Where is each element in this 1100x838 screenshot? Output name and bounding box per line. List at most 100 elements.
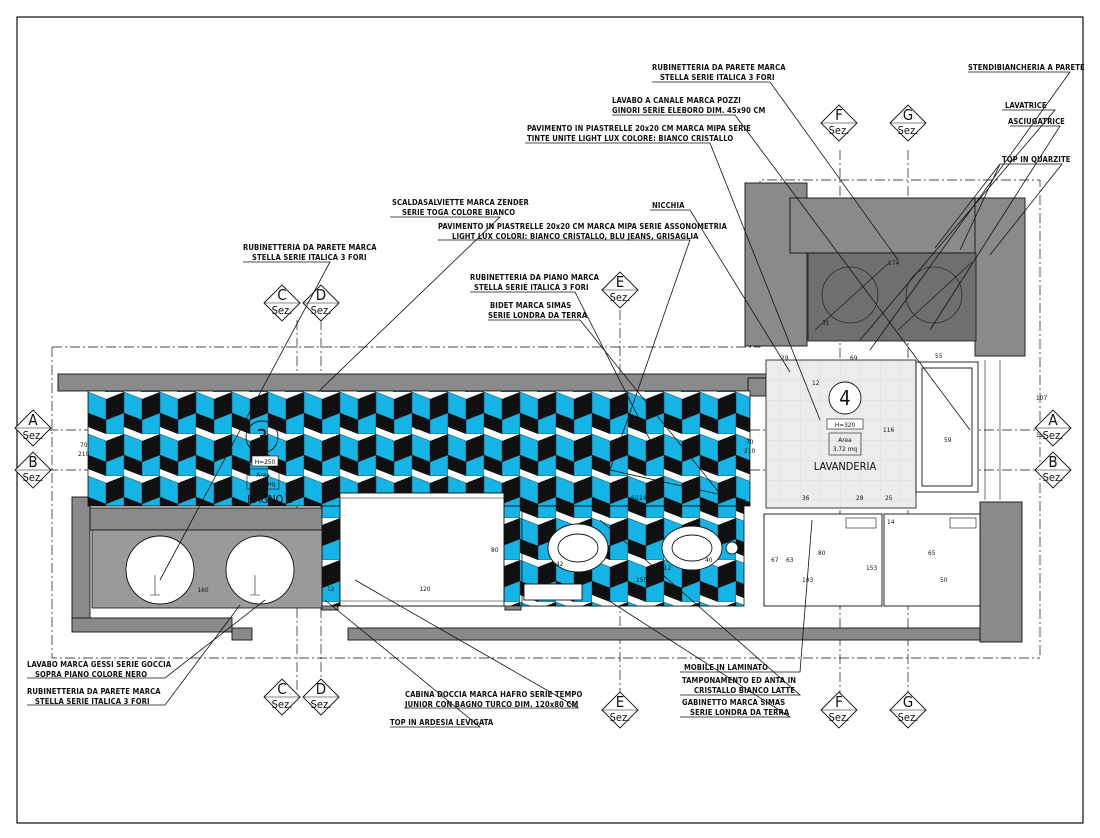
basin-right (225, 535, 295, 605)
svg-text:SERIE TOGA COLORE BIANCO: SERIE TOGA COLORE BIANCO (402, 208, 515, 217)
svg-text:E: E (616, 273, 625, 291)
section-marker-E-bottom[interactable]: E Sez. (601, 691, 639, 729)
svg-text:BIDET MARCA SIMAS: BIDET MARCA SIMAS (490, 301, 571, 310)
svg-text:3.72 mq: 3.72 mq (833, 445, 858, 453)
svg-text:LAVATRICE: LAVATRICE (1005, 101, 1047, 110)
svg-text:25: 25 (885, 494, 893, 502)
basin-left (125, 535, 195, 605)
svg-text:12: 12 (812, 379, 820, 387)
svg-text:60: 60 (631, 494, 639, 502)
svg-text:36: 36 (802, 494, 810, 502)
svg-text:Area: Area (256, 471, 270, 479)
section-marker-G-bottom[interactable]: G Sez. (889, 691, 927, 729)
vanity-top (91, 529, 323, 609)
section-marker-D-bottom[interactable]: D Sez. (302, 678, 340, 716)
svg-text:SERIE LONDRA DA TERRA: SERIE LONDRA DA TERRA (690, 708, 790, 717)
svg-text:40: 40 (705, 556, 713, 564)
svg-text:240: 240 (639, 494, 650, 502)
section-marker-D-top[interactable]: D Sez. (302, 284, 340, 322)
svg-text:Sez.: Sez. (1043, 429, 1064, 442)
svg-text:Sez.: Sez. (311, 698, 332, 711)
svg-text:112: 112 (660, 564, 671, 572)
svg-text:E: E (616, 693, 625, 711)
svg-text:174: 174 (888, 259, 899, 267)
svg-text:6.50 mq: 6.50 mq (251, 480, 276, 488)
svg-text:55: 55 (935, 352, 943, 360)
svg-text:SERIE LONDRA DA TERRA: SERIE LONDRA DA TERRA (488, 311, 588, 320)
svg-text:28: 28 (856, 494, 864, 502)
svg-text:C: C (277, 680, 286, 698)
section-marker-C-bottom[interactable]: C Sez. (263, 678, 301, 716)
section-marker-A-right[interactable]: A Sez. (1034, 409, 1072, 447)
svg-text:C: C (277, 286, 286, 304)
svg-text:G: G (903, 106, 913, 124)
svg-text:F: F (835, 693, 843, 711)
svg-text:63: 63 (786, 556, 794, 564)
svg-text:STELLA SERIE ITALICA 3 FORI: STELLA SERIE ITALICA 3 FORI (660, 73, 775, 82)
svg-text:69: 69 (850, 354, 858, 362)
svg-text:A: A (28, 411, 38, 429)
section-marker-E-top[interactable]: E Sez. (601, 271, 639, 309)
svg-text:TOP IN QUARZITE: TOP IN QUARZITE (1002, 155, 1071, 164)
section-marker-A-left[interactable]: A Sez. (14, 409, 52, 447)
svg-text:67: 67 (771, 556, 779, 564)
svg-text:14: 14 (887, 518, 895, 526)
room-label-bagno: 3 H=250 Area 6.50 mq BAGNO 1 (245, 420, 293, 506)
canal-sink (915, 360, 1001, 500)
svg-text:70: 70 (80, 441, 88, 449)
svg-text:STELLA SERIE ITALICA 3 FORI: STELLA SERIE ITALICA 3 FORI (252, 253, 367, 262)
section-marker-F-top[interactable]: F Sez. (820, 104, 858, 142)
svg-text:116: 116 (883, 426, 894, 434)
svg-text:29: 29 (781, 354, 789, 362)
svg-text:GINORI SERIE ELEBORO DIM. 45x9: GINORI SERIE ELEBORO DIM. 45x90 CM (612, 106, 766, 115)
svg-text:12: 12 (327, 585, 335, 593)
svg-text:LAVANDERIA: LAVANDERIA (814, 460, 877, 473)
svg-text:Sez.: Sez. (1043, 471, 1064, 484)
svg-text:SCALDASALVIETTE MARCA ZENDER: SCALDASALVIETTE MARCA ZENDER (392, 198, 529, 207)
svg-text:153: 153 (866, 564, 877, 572)
walls (57, 182, 1026, 643)
svg-text:Sez.: Sez. (829, 711, 850, 724)
section-marker-B-right[interactable]: B Sez. (1034, 451, 1072, 489)
svg-text:4: 4 (839, 386, 850, 410)
section-marker-C-top[interactable]: C Sez. (263, 284, 301, 322)
svg-text:PAVIMENTO IN PIASTRELLE 20x20: PAVIMENTO IN PIASTRELLE 20x20 CM MARCA M… (527, 124, 751, 133)
svg-text:STENDIBIANCHERIA A PARETE: STENDIBIANCHERIA A PARETE (968, 63, 1085, 72)
svg-text:Sez.: Sez. (898, 711, 919, 724)
svg-text:SOPRA PIANO COLORE NERO: SOPRA PIANO COLORE NERO (35, 670, 147, 679)
svg-text:NICCHIA: NICCHIA (652, 201, 685, 210)
svg-text:STELLA SERIE ITALICA 3 FORI: STELLA SERIE ITALICA 3 FORI (35, 697, 150, 706)
svg-text:F: F (835, 106, 843, 124)
svg-text:42: 42 (556, 560, 564, 568)
svg-text:120: 120 (419, 585, 430, 593)
dimension-labels: 130 457 15 70 210 70 210 29 69 12 116 10… (78, 259, 1047, 594)
section-marker-F-bottom[interactable]: F Sez. (820, 691, 858, 729)
svg-text:59: 59 (944, 436, 952, 444)
svg-text:80: 80 (491, 546, 499, 554)
svg-text:BAGNO 1: BAGNO 1 (247, 493, 293, 506)
svg-text:107: 107 (1036, 394, 1047, 402)
svg-text:Area: Area (838, 436, 852, 444)
svg-text:3: 3 (256, 425, 267, 449)
svg-text:Sez.: Sez. (610, 291, 631, 304)
svg-text:B: B (1048, 453, 1057, 471)
svg-text:STELLA SERIE ITALICA 3 FORI: STELLA SERIE ITALICA 3 FORI (474, 283, 589, 292)
svg-text:50: 50 (940, 576, 948, 584)
leader-lines (27, 71, 1071, 728)
toilet (523, 523, 609, 601)
svg-text:RUBINETTERIA DA PARETE MARCA: RUBINETTERIA DA PARETE MARCA (27, 687, 161, 696)
laminate-cabinets (763, 513, 981, 607)
svg-text:210: 210 (78, 450, 89, 458)
svg-text:Sez.: Sez. (898, 124, 919, 137)
section-marker-B-left[interactable]: B Sez. (14, 451, 52, 489)
svg-text:15: 15 (491, 464, 499, 472)
svg-text:G: G (903, 693, 913, 711)
svg-text:Sez.: Sez. (311, 304, 332, 317)
section-marker-G-top[interactable]: G Sez. (889, 104, 927, 142)
svg-text:A: A (1048, 411, 1058, 429)
svg-text:150: 150 (636, 576, 647, 584)
svg-text:31: 31 (822, 319, 830, 327)
shower-cabin (339, 492, 505, 607)
svg-text:JUNIOR CON BAGNO TURCO DIM. 12: JUNIOR CON BAGNO TURCO DIM. 120x80 CM (404, 700, 579, 709)
svg-text:103: 103 (802, 576, 813, 584)
